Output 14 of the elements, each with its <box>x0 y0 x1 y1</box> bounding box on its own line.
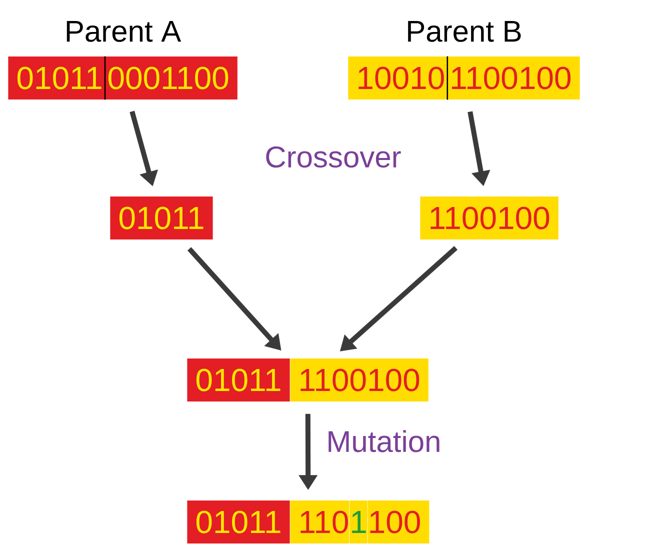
edge-label: Mutation <box>328 430 440 452</box>
parent-label: Parent A <box>66 20 182 42</box>
step-label: Crossover <box>266 146 401 168</box>
node-label: 100 <box>370 510 420 534</box>
bit-string-box: 01011 1100100 <box>187 358 428 402</box>
bit-string-box: 01011 0001100 <box>8 56 238 100</box>
bit-string-box: 01011 1101100 <box>187 500 430 544</box>
parent-label: Parent B <box>408 20 521 42</box>
bit-string-box: 01011 <box>110 196 213 240</box>
bit-string-box: 1100100 <box>420 196 558 240</box>
node-label: 01011 <box>196 368 280 392</box>
bit-string-box: 10010 1100100 <box>348 56 580 100</box>
node-label: 110 <box>300 510 348 534</box>
node-label: 1 <box>352 511 366 534</box>
